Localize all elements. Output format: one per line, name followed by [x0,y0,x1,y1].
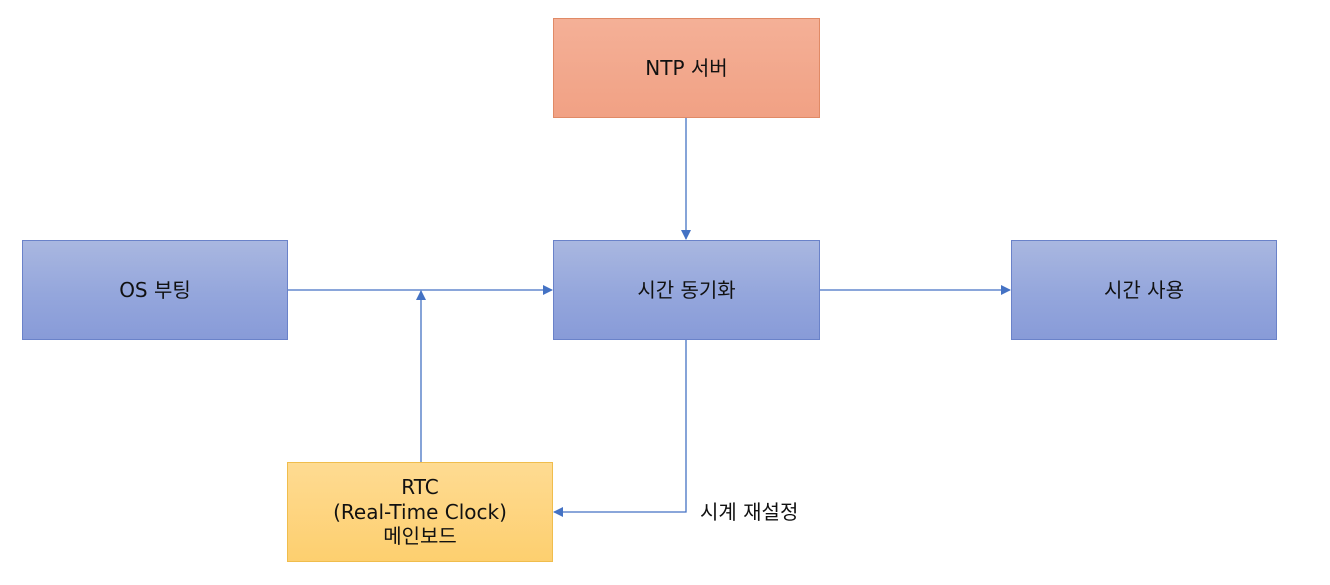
node-ntp-server: NTP 서버 [553,18,820,118]
node-time-sync: 시간 동기화 [553,240,820,340]
node-os-boot: OS 부팅 [22,240,288,340]
node-rtc-line3: 메인보드 [383,524,457,549]
node-os-boot-label: OS 부팅 [119,277,191,302]
edge-label-clock-reset: 시계 재설정 [700,500,799,524]
edge-sync-to-rtc [553,340,687,517]
node-rtc-line1: RTC [401,475,439,500]
node-time-use: 시간 사용 [1011,240,1277,340]
node-rtc-mainboard: RTC (Real-Time Clock) 메인보드 [287,462,553,562]
node-time-sync-label: 시간 동기화 [637,277,736,302]
node-time-use-label: 시간 사용 [1104,277,1184,302]
node-ntp-server-label: NTP 서버 [645,55,728,80]
node-rtc-line2: (Real-Time Clock) [333,499,507,524]
